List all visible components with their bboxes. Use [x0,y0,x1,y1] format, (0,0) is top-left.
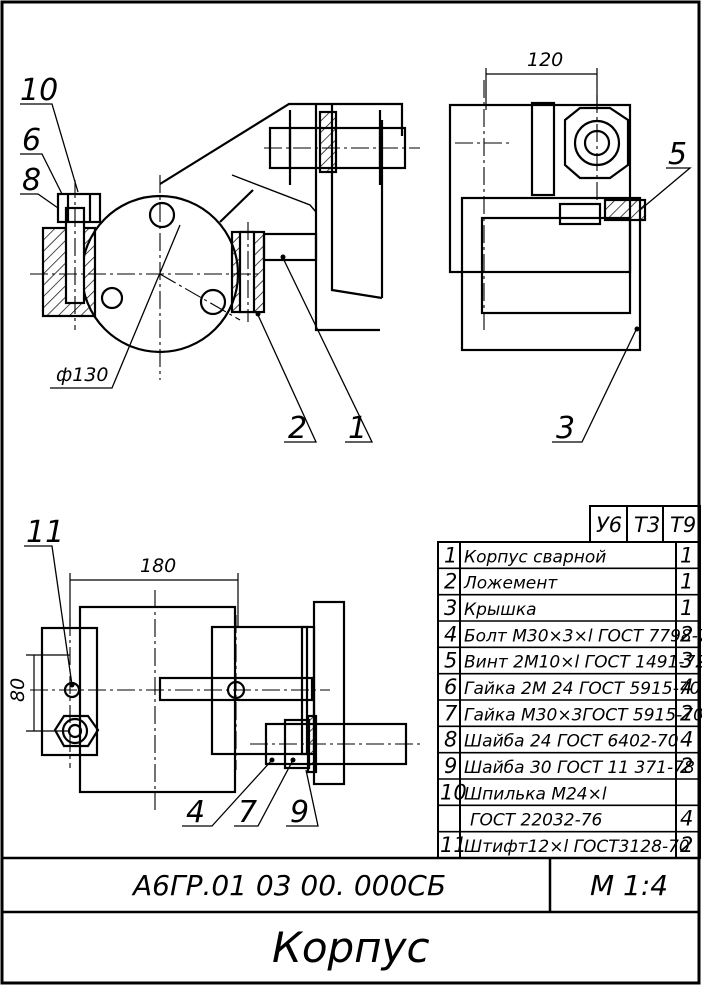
title-block [2,856,700,914]
spec-header-col3: Т9 [670,513,696,537]
spec-row-name: Штифт12×l ГОСТ3128-70 [464,837,690,857]
spec-header-col1: У6 [596,513,622,537]
spec-row-name: Лoжемент [463,574,558,594]
front-view-centerlines [30,147,420,380]
dim-130-label: ф130 [56,364,109,386]
callout-10: 10 [20,73,58,108]
spec-row-qty: 1 [680,596,693,620]
callout-3: 3 [556,411,575,446]
callout-9: 9 [290,795,309,830]
spec-row-pos: 2 [444,570,457,594]
spec-row-name: Корпус сварной [464,547,606,567]
spec-row-pos: 1 [444,543,457,567]
spec-row-qty: 4 [680,675,693,699]
spec-row-qty: 1 [680,570,693,594]
callout-1: 1 [348,411,367,446]
drawing-title: Корпус [272,923,430,972]
plan-view-centerlines [30,590,420,810]
plan-view [40,600,408,794]
dim-180-label: 180 [140,555,176,577]
callout-11: 11 [26,515,64,550]
spec-row-name: Винт 2М10×l ГОСТ 1491-72 [464,653,702,673]
spec-row-name: Гайка М30×3ГОСТ 5915-70 [464,705,702,725]
spec-row-pos: 3 [444,596,457,620]
spec-row-name: ГОСТ 22032-76 [470,811,603,831]
spec-row-pos: 4 [444,622,457,646]
spec-row-qty: 1 [680,543,693,567]
side-body [448,103,632,274]
spec-header-col2: Т3 [634,513,660,537]
front-view [41,102,407,354]
spec-row-qty: 2 [680,701,693,725]
dim-130-leader [50,224,181,389]
dim-80-label: 80 [7,678,29,702]
dim-80 [26,654,70,732]
callout-5: 5 [668,137,687,172]
shaft [262,232,318,262]
spec-row-qty: 2 [680,754,693,778]
spec-row-qty: 4 [680,807,693,831]
spec-row-name: Шайба 30 ГОСТ 11 371-78 [464,758,695,778]
spec-row-qty: 4 [680,728,693,752]
spec-row-qty: 2 [680,833,693,857]
spec-row-name: Болт М30×3×l ГОСТ 7798-70 [464,626,702,646]
dim-120 [485,68,598,110]
spec-row-qty: 2 [680,622,693,646]
spec-row-pos: 5 [444,649,457,673]
bolt-hole-lower [199,288,227,316]
callout-4: 4 [186,795,205,830]
bolt-hole-left [100,286,124,310]
spec-row-pos: 7 [444,701,458,725]
spec-row-pos: 9 [444,754,457,778]
callout-leaders [20,103,692,827]
spec-row-name: Шайба 24 ГОСТ 6402-70 [464,732,679,752]
spec-row-name: Гайка 2М 24 ГОСТ 5915-70 [464,679,701,699]
bolt-hole-upper [148,201,176,229]
screw-5 [603,198,647,222]
callout-7: 7 [238,795,257,830]
plan-cover [312,600,346,786]
spec-row-pos: 10 [440,780,467,804]
drawing-scale: М 1:4 [590,869,668,902]
hex-nut-top [563,106,630,180]
spec-row-name: Шпилька М24×l [464,784,607,804]
callout-8: 8 [22,163,41,198]
hex-nut-plan [53,714,100,748]
side-view-centerlines [455,80,598,330]
callout-6: 6 [22,123,41,158]
spec-row-pos: 11 [440,833,467,857]
side-base [460,196,642,352]
dim-180 [69,573,239,626]
spec-row-name: Крышка [464,600,537,620]
spec-row-pos: 8 [444,728,457,752]
spec-row-qty: 3 [680,649,693,673]
spec-row-pos: 6 [444,675,457,699]
drawing-code: А6ГР.01 03 00. 000СБ [131,869,446,902]
dim-120-label: 120 [527,49,563,71]
callout-2: 2 [288,411,307,446]
side-view [448,101,647,352]
callout-dots [69,254,640,763]
